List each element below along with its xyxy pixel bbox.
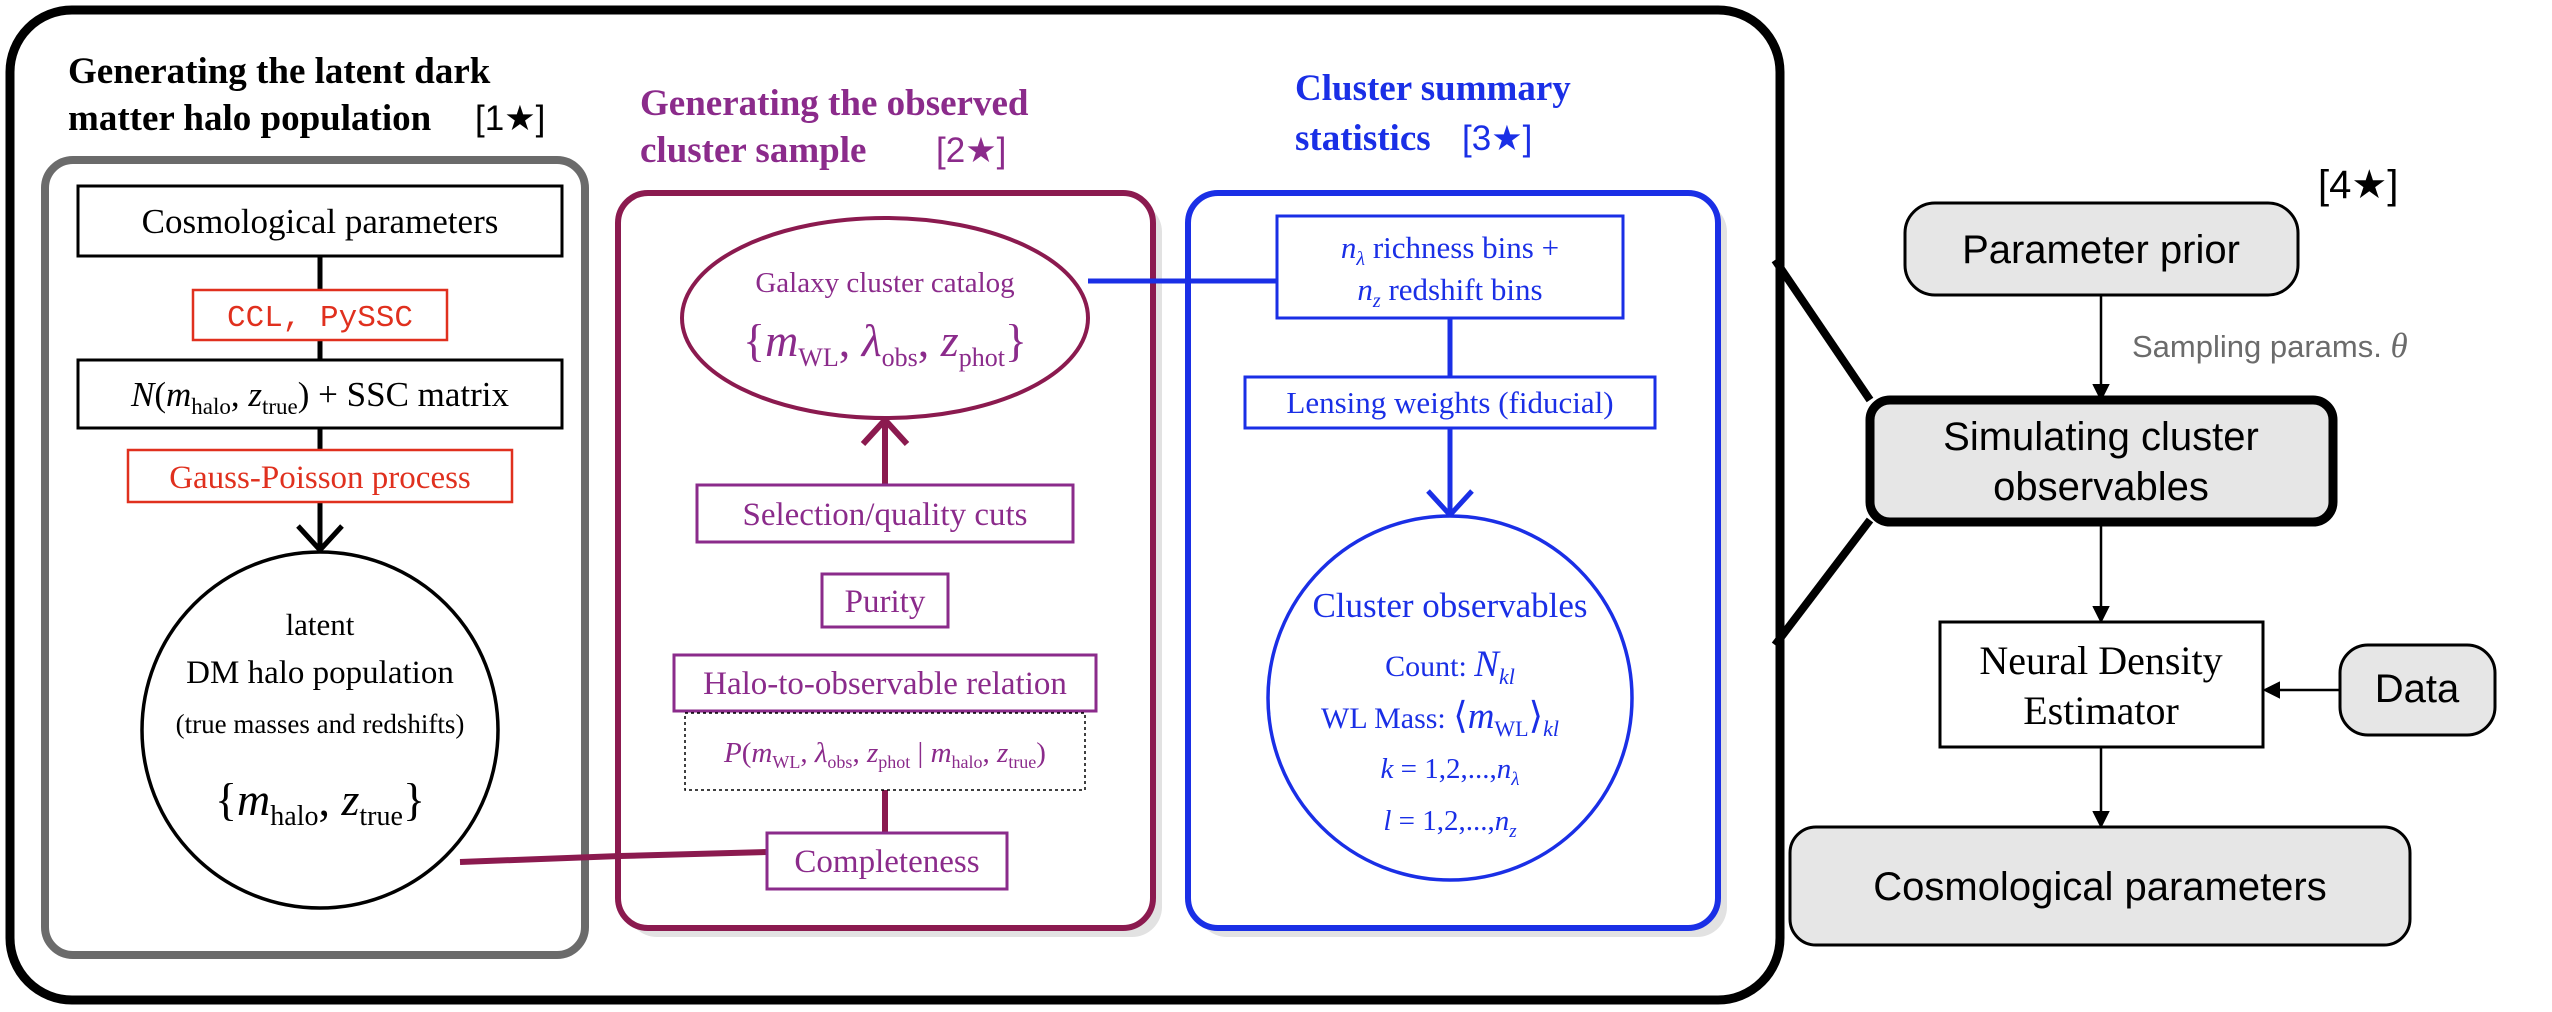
dm-circle-line3: (true masses and redshifts) [176, 709, 465, 739]
catalog-set: {mWL, λobs, zphot} [743, 315, 1027, 372]
panel1-tag: [1★] [475, 99, 545, 138]
n-matrix-label: N(mhalo, ztrue) + SSC matrix [130, 375, 510, 419]
cluster-obs-circle [1266, 514, 1634, 882]
simulator-node [1865, 395, 2338, 527]
probability-expr: P(mWL, λobs, zphot | mhalo, ztrue) [723, 737, 1046, 772]
n-matrix-box [76, 358, 564, 430]
dm-to-completeness-line [459, 849, 768, 865]
selection-label: Selection/quality cuts [742, 497, 1027, 533]
l-line: l = 1,2,...,nz [1383, 805, 1517, 842]
gauss-box [126, 448, 514, 504]
prior-label: Parameter prior [1962, 228, 2240, 272]
panel3-title-line2: statistics [1295, 118, 1431, 159]
simulator-label-line1: Simulating cluster [1943, 415, 2259, 459]
halo-obs-box [672, 653, 1098, 713]
sampling-label: Sampling params. θ [2132, 326, 2408, 365]
completeness-box [765, 831, 1009, 891]
panel1-title-line2: matter halo population [68, 98, 432, 139]
wl-mass-line: WL Mass: ⟨mWL⟩kl [1321, 696, 1559, 741]
frame-to-sim-line-bottom [1771, 517, 1874, 648]
simulator-label-line2: observables [1993, 465, 2209, 509]
nde-label-line2: Estimator [2023, 688, 2179, 733]
cosmo-params-box [76, 184, 564, 258]
panel1-title-line1: Generating the latent dark [68, 51, 491, 92]
bins-line1: nλ richness bins + [1341, 230, 1559, 270]
count-line: Count: Nkl [1385, 644, 1515, 689]
k-line: k = 1,2,...,nλ [1381, 753, 1520, 790]
nde-node [1938, 620, 2265, 749]
panel2-title-line1: Generating the observed [640, 83, 1029, 124]
gauss-label: Gauss-Poisson process [169, 460, 471, 496]
purity-label: Purity [845, 584, 926, 620]
dm-circle-line2: DM halo population [186, 655, 454, 691]
frame-to-sim-line-top [1771, 257, 1874, 403]
panel3-tag: [3★] [1462, 119, 1532, 158]
purity-box [820, 572, 950, 629]
data-label: Data [2375, 667, 2460, 711]
right-tag: [4★] [2318, 163, 2398, 207]
cosmo-params-label: Cosmological parameters [142, 202, 499, 241]
panel3-title-line1: Cluster summary [1295, 68, 1571, 109]
selection-box [695, 483, 1075, 544]
ccl-box [191, 288, 449, 342]
panel2-title-line2: cluster sample [640, 130, 866, 171]
panel2-tag: [2★] [936, 131, 1006, 170]
lensing-label: Lensing weights (fiducial) [1286, 385, 1613, 420]
dm-circle-line1: latent [286, 607, 355, 642]
ccl-label: CCL, PySSC [227, 301, 413, 336]
p1-arrow [296, 502, 344, 554]
bins-box [1275, 214, 1625, 320]
bins-line2: nz redshift bins [1357, 272, 1542, 312]
lensing-box [1243, 375, 1657, 430]
completeness-label: Completeness [794, 844, 979, 880]
probability-box [684, 712, 1086, 791]
dm-circle-set: {mhalo, ztrue} [215, 774, 425, 832]
cluster-obs-title: Cluster observables [1312, 586, 1587, 625]
catalog-ellipse [680, 216, 1090, 420]
halo-obs-label: Halo-to-observable relation [703, 666, 1067, 702]
nde-label-line1: Neural Density [1979, 638, 2222, 683]
cosmo-out-node [1788, 825, 2412, 947]
catalog-label: Galaxy cluster catalog [755, 267, 1014, 299]
cosmo-out-label: Cosmological parameters [1873, 865, 2327, 909]
dm-halo-circle [140, 550, 500, 910]
